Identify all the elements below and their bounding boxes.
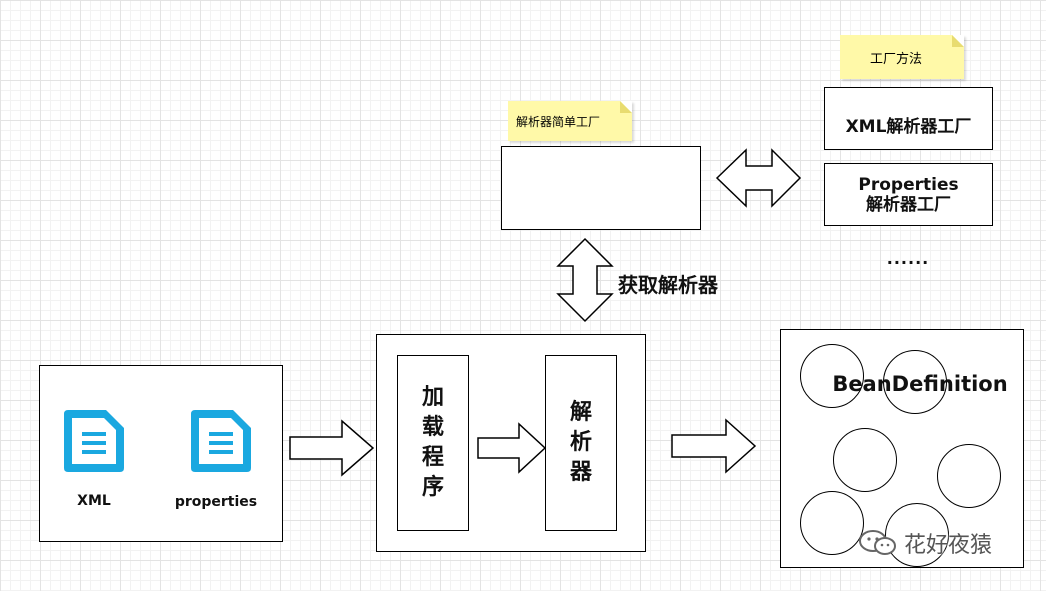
factory-method-note-text: 工厂方法 <box>870 51 923 67</box>
properties-file-icon <box>191 410 251 472</box>
properties-file-label: properties <box>174 494 258 510</box>
parser-box <box>545 355 617 531</box>
factory-method-note: 工厂方法 <box>840 35 964 79</box>
bean-definition-circle <box>883 350 947 414</box>
bean-definition-circle <box>937 444 1001 508</box>
bean-definition-circle <box>800 344 864 408</box>
xml-factory-box: XML解析器工厂 <box>824 87 993 150</box>
note-fold-shade <box>952 35 964 47</box>
bean-definition-circle <box>885 503 949 567</box>
loader-box <box>397 355 469 531</box>
watermark-text: 花好夜猿 <box>904 533 993 558</box>
note-fold-shade <box>620 101 632 113</box>
simple-factory-box <box>501 146 701 230</box>
double-arrow-horizontal <box>715 148 802 208</box>
loader-label: 加 载 程 序 <box>421 385 444 500</box>
xml-factory-label: XML解析器工厂 <box>845 117 972 137</box>
properties-factory-label-line1: Properties <box>858 174 959 195</box>
xml-file-icon <box>64 410 124 472</box>
arrow-loader-to-parser <box>477 422 547 474</box>
bean-definition-circle <box>800 491 864 555</box>
simple-factory-note-text: 解析器简单工厂 <box>516 114 601 129</box>
double-arrow-vertical <box>556 237 614 323</box>
watermark: 花好夜猿 <box>858 527 992 559</box>
get-parser-label: 获取解析器 <box>618 272 718 297</box>
properties-factory-label-line2: 解析器工厂 <box>866 194 951 215</box>
xml-file-label: XML <box>77 493 111 509</box>
arrow-files-to-loader <box>289 419 375 477</box>
bean-definition-circle <box>833 428 897 492</box>
wechat-icon <box>859 530 896 555</box>
bean-definition-label: BeanDefinition <box>832 372 1008 396</box>
simple-factory-note: 解析器简单工厂 <box>508 101 632 141</box>
parser-label: 解 析 器 <box>569 400 592 485</box>
arrow-to-bean-definitions <box>671 418 757 474</box>
more-factories-ellipsis: ...... <box>886 248 930 268</box>
properties-factory-box: Properties 解析器工厂 <box>824 163 993 226</box>
